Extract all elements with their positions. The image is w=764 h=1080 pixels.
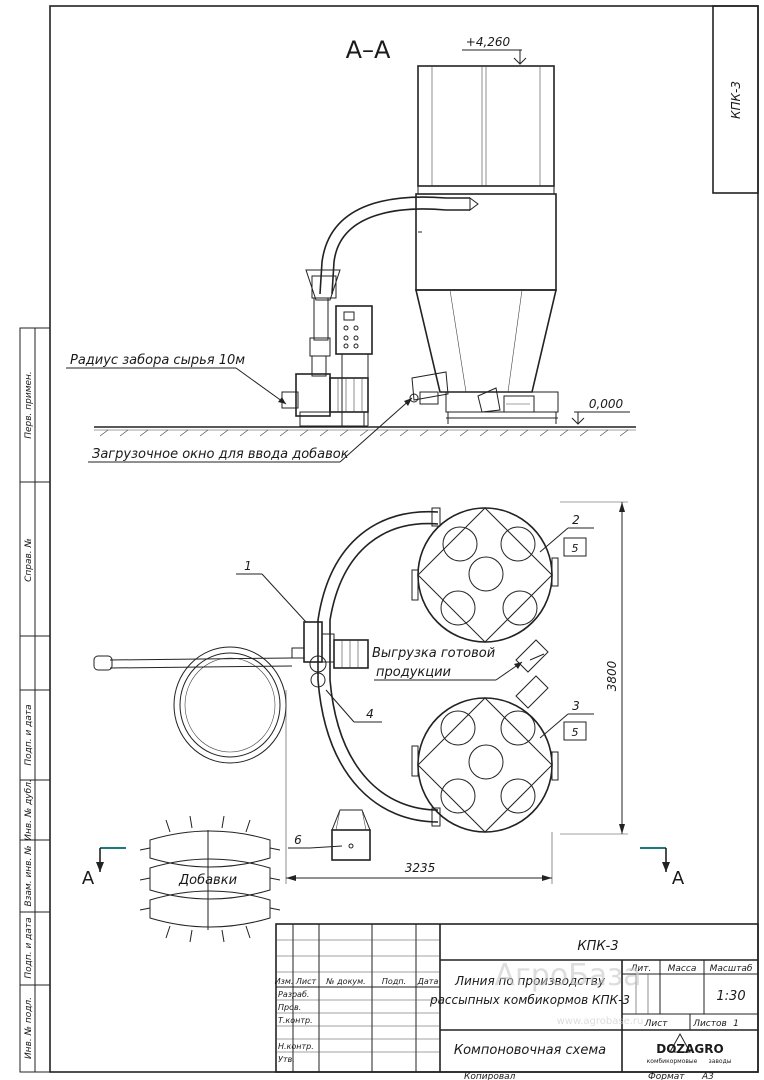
label-additives: Добавки	[178, 873, 237, 888]
side-stamp: Перв. примен. Справ. № Подп. и дата Инв.…	[19, 327, 51, 1073]
stamp-podp-data-2: Подп. и дата	[24, 917, 34, 978]
svg-text:Лит.: Лит.	[630, 964, 652, 974]
title-block: КПК-3 Линия по производству рассыпных ко…	[275, 923, 759, 1073]
footer-copied: Копировал	[464, 1072, 516, 1080]
watermark-url: www.agrobase.ru	[557, 1016, 644, 1027]
tb-doc-type: Компоновочная схема	[454, 1043, 606, 1058]
additive-bags: Добавки	[139, 815, 281, 943]
control-cabinet	[335, 305, 373, 427]
footer-format-value: А3	[701, 1072, 714, 1080]
svg-text:3235: 3235	[405, 861, 436, 875]
svg-text:+4,260: +4,260	[466, 35, 511, 49]
svg-text:№ докум.: № докум.	[325, 977, 365, 986]
coiled-hose	[93, 646, 293, 764]
svg-text:Масса: Масса	[668, 964, 697, 974]
svg-text:Пров.: Пров.	[278, 1003, 301, 1012]
dim-height: 3800	[560, 501, 628, 835]
svg-text:Н.контр.: Н.контр.	[278, 1042, 314, 1051]
svg-text:3: 3	[572, 699, 580, 713]
intake-pipe-elevation	[305, 196, 479, 377]
pipe-loop-plan	[317, 507, 441, 827]
stamp-perv-primen: Перв. примен.	[24, 371, 34, 439]
stamp-vzam-inv: Взам. инв. №	[24, 845, 34, 906]
section-mark-right: А	[640, 847, 685, 889]
ground-line	[94, 426, 636, 437]
svg-text:DOZAGRO: DOZAGRO	[656, 1042, 723, 1056]
elevation-zero: 0,000	[571, 397, 630, 425]
tb-name-2: рассыпных комбикормов КПК-3	[429, 993, 630, 1007]
svg-text:Загрузочное окно для ввода доб: Загрузочное окно для ввода добавок	[92, 447, 349, 462]
stamp-sprav-no: Справ. №	[24, 538, 34, 582]
tb-scale: 1:30	[716, 989, 745, 1004]
svg-text:Разраб.: Разраб.	[278, 990, 309, 999]
svg-text:Утв.: Утв.	[278, 1055, 295, 1064]
bin-2-plan	[411, 507, 559, 643]
callout-3: 3 5	[539, 699, 594, 741]
tb-name-1: Линия по производству	[454, 974, 606, 988]
callout-6: 6	[288, 833, 343, 849]
svg-text:6: 6	[294, 833, 302, 847]
svg-text:Дата: Дата	[417, 977, 439, 986]
svg-text:А: А	[82, 868, 95, 889]
section-mark-left: А	[82, 847, 126, 889]
elevation-top: +4,260	[462, 35, 527, 65]
label-unload: Выгрузка готовой продукции	[372, 646, 523, 681]
watermark: АгроБаза	[495, 958, 642, 993]
tb-code: КПК-3	[577, 939, 618, 954]
svg-text:Изм.: Изм.	[275, 977, 294, 986]
svg-text:5: 5	[572, 542, 579, 555]
callout-4: 4	[325, 689, 382, 723]
svg-text:продукции: продукции	[376, 665, 451, 680]
mill-motor-elevation	[281, 373, 369, 427]
bin-3-plan	[411, 697, 559, 833]
svg-text:Масштаб: Масштаб	[710, 964, 753, 974]
svg-text:Т.контр.: Т.контр.	[278, 1016, 313, 1025]
dozagro-logo: DOZAGRO комбикормовые заводы	[647, 1032, 732, 1065]
stamp-inv-dubl: Инв. № дубл.	[24, 779, 34, 841]
svg-text:Лист: Лист	[644, 1019, 669, 1029]
code-box-text: КПК-3	[729, 81, 743, 119]
svg-text:0,000: 0,000	[589, 397, 624, 411]
unload-chutes	[515, 639, 549, 709]
svg-text:А: А	[672, 868, 685, 889]
section-title: А–А	[346, 36, 391, 64]
svg-text:3800: 3800	[605, 660, 619, 691]
svg-text:заводы: заводы	[709, 1058, 732, 1065]
svg-text:Подп.: Подп.	[382, 977, 406, 986]
silo-elevation	[409, 65, 559, 424]
additive-hopper-plan	[331, 809, 371, 861]
svg-text:комбикормовые: комбикормовые	[647, 1058, 698, 1065]
svg-text:Радиус забора сырья 10м: Радиус забора сырья 10м	[70, 353, 245, 368]
svg-text:Листов: Листов	[692, 1019, 727, 1029]
dim-width: 3235	[285, 690, 553, 884]
svg-text:2: 2	[572, 513, 580, 527]
svg-text:5: 5	[572, 726, 579, 739]
svg-text:Выгрузка готовой: Выгрузка готовой	[372, 646, 495, 661]
callout-2: 2 5	[539, 513, 594, 557]
label-radius: Радиус забора сырья 10м	[66, 353, 287, 405]
mill-plan	[291, 621, 369, 688]
callout-1: 1	[236, 559, 307, 623]
svg-text:4: 4	[366, 707, 374, 721]
svg-text:1: 1	[733, 1019, 739, 1029]
stamp-podp-data-1: Подп. и дата	[24, 704, 34, 765]
svg-text:Лист: Лист	[295, 977, 317, 986]
label-window: Загрузочное окно для ввода добавок	[88, 397, 413, 463]
sheet-frame	[49, 5, 759, 1073]
code-box	[712, 5, 759, 194]
svg-text:1: 1	[244, 559, 252, 573]
footer-format: Формат	[648, 1072, 685, 1080]
stamp-inv-podl: Инв. № подл.	[24, 997, 34, 1059]
